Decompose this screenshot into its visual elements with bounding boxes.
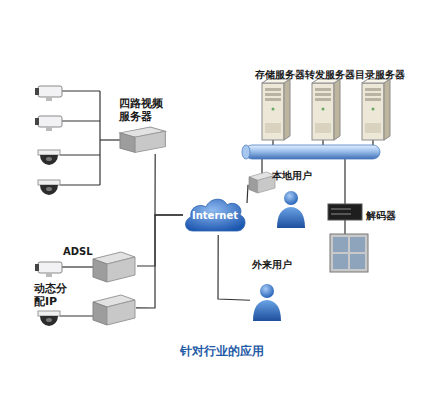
decoder-rack [328,204,362,220]
rack-slot [331,208,351,210]
wire [100,139,121,140]
node-label: 转发服务器 [305,68,355,81]
server-tower [262,79,290,140]
remote-user-node: 外来用户 [250,258,302,324]
network-link [137,215,183,266]
adsl-node: ADSL [62,245,137,285]
server-node: 存储服务器 [255,68,305,143]
internet-cloud: Internet [183,195,247,235]
wire [62,266,94,267]
network-link [218,235,250,300]
video-server-box [120,127,165,153]
server-node: 目录服务器 [355,68,405,143]
wire [344,159,345,204]
node-label: 存储服务器 [255,68,305,81]
bus-end [242,145,250,159]
dome-camera [38,150,60,165]
user-figure [253,284,281,321]
node-label: 四路视频服务器 [119,97,165,123]
wire [60,154,100,155]
node-label: 目录服务器 [355,68,405,81]
wire [261,159,262,175]
node-label: 本地用户 [272,169,312,182]
node-label: 解码器 [366,209,396,222]
dome-camera [38,180,60,195]
server-node: 转发服务器 [305,68,355,143]
node-label: Internet [183,209,247,222]
monitor-screen [333,254,348,269]
monitor-wall [330,234,368,272]
decoder-node: 解码器 [326,200,406,272]
wire [344,220,345,234]
wire [99,91,100,185]
diagram-caption: 针对行业的应用 [0,343,440,360]
wire [60,184,100,185]
wire [60,315,94,316]
node-label: 外来用户 [252,258,292,271]
dome-camera [38,311,60,326]
video-server-node: 四路视频服务器 [116,97,172,154]
server-tower [312,79,340,140]
node-label: ADSL [63,245,93,258]
user-figure [277,191,305,228]
rack-slot [331,213,351,215]
monitor-screen [350,254,365,269]
monitor-screen [350,237,365,252]
wire [62,90,100,91]
box-camera [35,86,62,101]
dhcp-box [93,295,135,325]
network-link [155,154,183,215]
network-bus [245,145,380,159]
dhcp-node: 动态分配IP [34,282,136,326]
network-link [247,185,248,203]
server-tower [362,79,390,140]
box-camera [35,116,62,131]
node-label: 动态分配IP [34,282,70,308]
adsl-box [93,252,135,282]
local-user-node: 本地用户 [248,168,314,230]
monitor-screen [333,237,348,252]
router-box [249,172,275,193]
network-link [136,215,183,308]
box-camera [35,262,62,277]
wire [62,120,100,121]
